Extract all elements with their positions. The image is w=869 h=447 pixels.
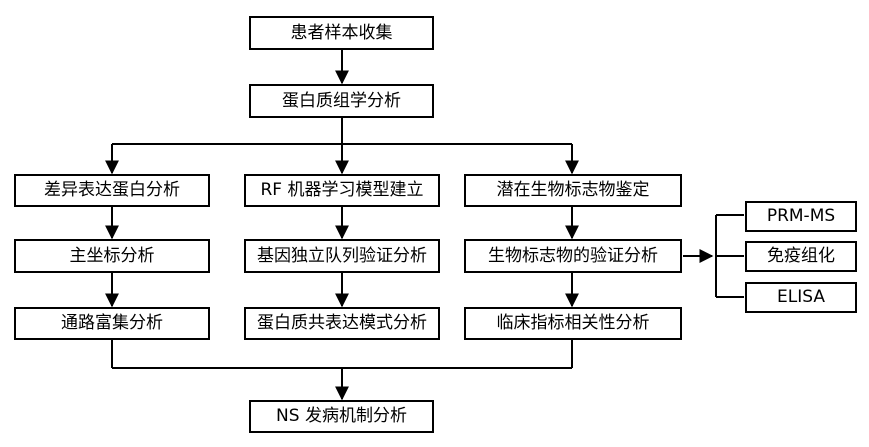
node-ns-mechanism: NS 发病机制分析 [249,400,434,433]
node-rf-model: RF 机器学习模型建立 [244,174,440,207]
node-pca-label: 主坐标分析 [69,245,155,266]
node-coexpression: 蛋白质共表达模式分析 [244,307,440,340]
node-cohort-validation: 基因独立队列验证分析 [244,239,440,273]
node-coexpression-label: 蛋白质共表达模式分析 [257,313,427,333]
node-ns-mechanism-label: NS 发病机制分析 [276,406,407,426]
node-sample-collection: 患者样本收集 [249,16,434,50]
node-prm-ms: PRM-MS [745,201,857,232]
node-rf-model-label: RF 机器学习模型建立 [260,180,424,200]
node-potential-biomarker: 潜在生物标志物鉴定 [464,174,682,207]
node-immunohistochemistry-label: 免疫组化 [767,246,835,266]
node-immunohistochemistry: 免疫组化 [745,241,857,272]
node-sample-collection-label: 患者样本收集 [290,22,393,43]
node-biomarker-validation: 生物标志物的验证分析 [464,239,682,273]
node-pathway-enrichment: 通路富集分析 [14,307,210,340]
node-diff-expression-label: 差异表达蛋白分析 [44,180,180,200]
node-cohort-validation-label: 基因独立队列验证分析 [257,245,427,266]
node-diff-expression: 差异表达蛋白分析 [14,174,210,207]
node-proteomics-label: 蛋白质组学分析 [282,90,401,111]
node-clinical-correlation: 临床指标相关性分析 [464,307,682,340]
node-pca: 主坐标分析 [14,239,210,273]
node-proteomics: 蛋白质组学分析 [249,84,434,118]
node-potential-biomarker-label: 潜在生物标志物鉴定 [496,180,650,200]
node-elisa: ELISA [745,282,857,313]
node-pathway-enrichment-label: 通路富集分析 [61,313,163,333]
node-biomarker-validation-label: 生物标志物的验证分析 [488,245,658,266]
node-clinical-correlation-label: 临床指标相关性分析 [496,313,650,333]
node-elisa-label: ELISA [777,287,825,307]
node-prm-ms-label: PRM-MS [766,206,836,226]
